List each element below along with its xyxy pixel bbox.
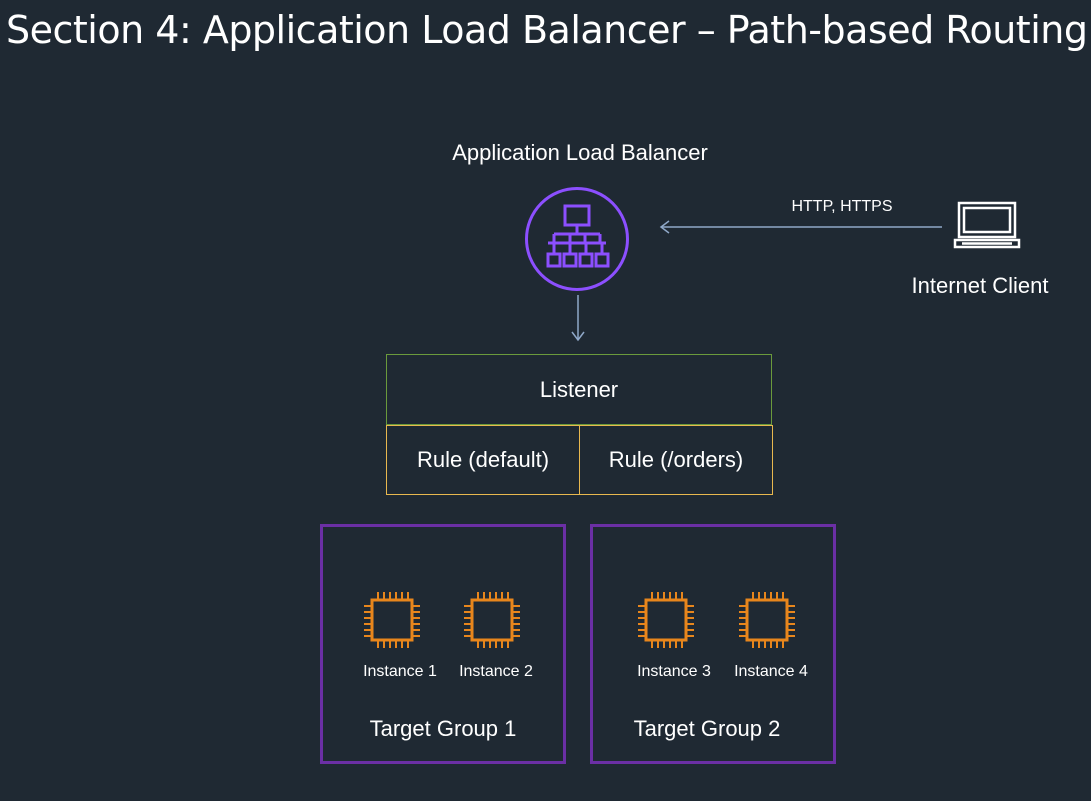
protocol-label: HTTP, HTTPS: [791, 198, 893, 215]
listener-label: Listener: [539, 376, 619, 402]
listener-box: Listener: [386, 354, 772, 425]
target-group-2-box: [590, 524, 836, 764]
instance-1-chip-icon: [362, 590, 422, 650]
instance-4-label: Instance 4: [734, 663, 808, 680]
instance-3-chip-icon: [636, 590, 696, 650]
rule-orders-label: Rule (/orders): [608, 447, 744, 472]
instance-2-label: Instance 2: [459, 663, 533, 680]
load-balancer-label: Application Load Balancer: [452, 140, 708, 165]
rule-orders-box: Rule (/orders): [579, 425, 773, 495]
rule-default-label: Rule (default): [416, 447, 550, 472]
instance-4-chip-icon: [737, 590, 797, 650]
load-balancer-icon: [546, 204, 610, 268]
load-balancer-node: [525, 187, 629, 291]
internet-client-label: Internet Client: [911, 273, 1049, 298]
target-group-1-box: [320, 524, 566, 764]
target-group-1-label: Target Group 1: [369, 716, 517, 741]
target-group-2-label: Target Group 2: [633, 716, 781, 741]
instance-3-label: Instance 3: [637, 663, 711, 680]
instance-1-label: Instance 1: [363, 663, 437, 680]
instance-2-chip-icon: [462, 590, 522, 650]
page-title: Section 4: Application Load Balancer – P…: [6, 8, 1088, 52]
computer-icon: [953, 201, 1021, 249]
rule-default-box: Rule (default): [386, 425, 580, 495]
